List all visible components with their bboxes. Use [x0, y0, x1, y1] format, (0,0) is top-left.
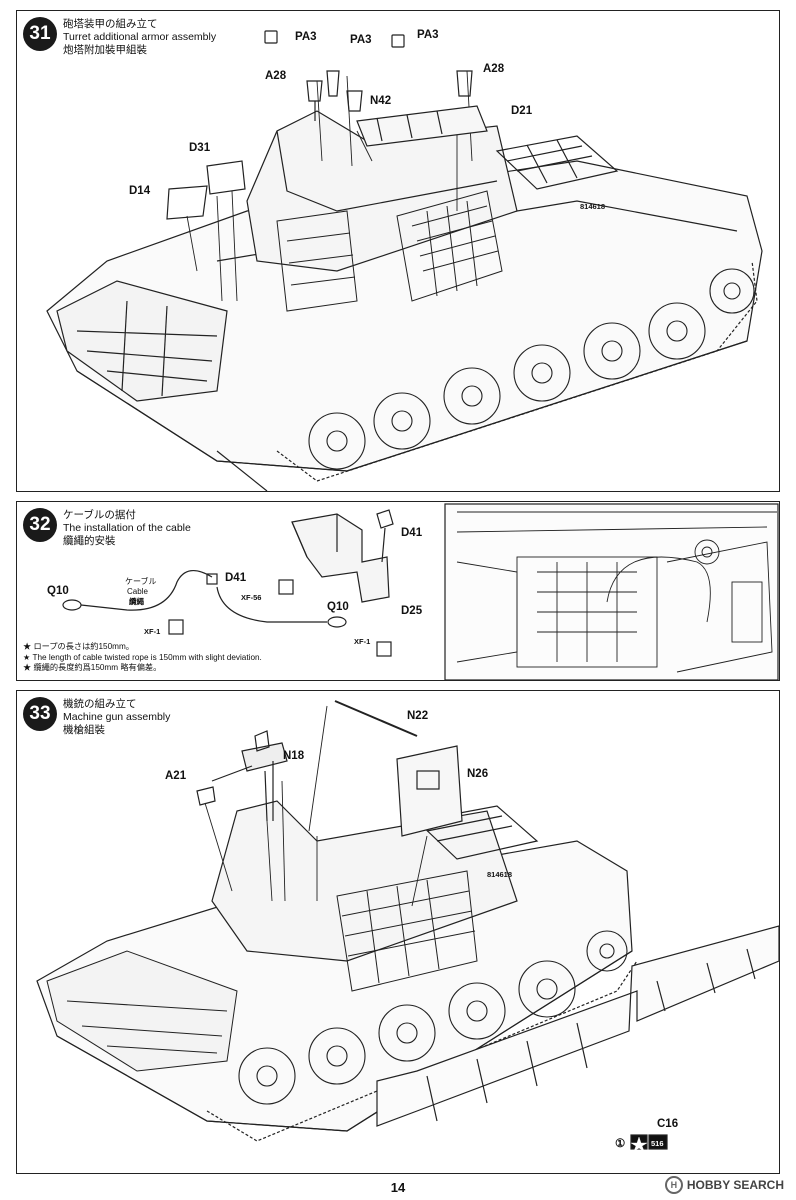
- step-33-panel: 33 機銃の組み立て Machine gun assembly 機槍組裝: [16, 690, 780, 1174]
- hull-number: 814618: [487, 870, 512, 879]
- label-a28-right: A28: [483, 63, 505, 75]
- label-a21: A21: [165, 770, 187, 782]
- label-pa3-right: PA3: [417, 29, 439, 41]
- label-q10-right: Q10: [327, 601, 349, 613]
- decal-circle-number: ①: [615, 1137, 626, 1150]
- note-zh: ★ 纜繩的長度約爲150mm 略有偏差。: [23, 663, 162, 672]
- decal-code: 516: [651, 1139, 664, 1148]
- step-title-ja: 機銃の組み立て: [63, 698, 137, 710]
- step-title-ja: 砲塔装甲の組み立て: [63, 18, 158, 30]
- label-cable-ja: ケーブル: [125, 576, 157, 586]
- label-cable-zh: 纜繩: [129, 596, 144, 606]
- hull-number: 814618: [580, 202, 605, 211]
- label-d14: D14: [129, 185, 151, 197]
- cable-installation-illustration: Q10 ケーブル Cable 纜繩 D41 XF-56 XF-1 Q10 XF-…: [47, 503, 779, 680]
- step-32-panel: 32 ケーブルの据付 The installation of the cable…: [16, 501, 780, 681]
- step-title-en: Machine gun assembly: [63, 711, 171, 723]
- label-n18: N18: [283, 750, 305, 762]
- label-d21: D21: [511, 105, 533, 117]
- label-xf1-left: XF-1: [144, 627, 160, 636]
- step-32-header: 32 ケーブルの据付 The installation of the cable…: [23, 508, 191, 548]
- step-title-zh: 炮塔附加裝甲組裝: [63, 44, 147, 56]
- note-en: ★ The length of cable twisted rope is 15…: [23, 652, 262, 662]
- hobby-search-logo-icon: H: [664, 1176, 683, 1194]
- page-number: 14: [390, 1180, 406, 1195]
- watermark-text: HOBBY SEARCH: [686, 1178, 784, 1192]
- label-d41-part: D41: [401, 527, 423, 539]
- label-d31: D31: [189, 142, 211, 154]
- label-cable-en: Cable: [127, 587, 148, 596]
- label-pa3-mid: PA3: [350, 34, 372, 46]
- tank-turret-armor-illustration: PA3 PA3 PA3 A28 A28 N42 D21 D31 D14 8146…: [46, 29, 763, 491]
- label-d25: D25: [401, 605, 423, 617]
- step-title-en: The installation of the cable: [63, 522, 191, 534]
- label-xf56: XF-56: [241, 593, 261, 602]
- step-number: 32: [23, 508, 57, 542]
- label-q10-left: Q10: [47, 585, 69, 597]
- step-number: 33: [23, 697, 57, 731]
- step-title-en: Turret additional armor assembly: [63, 31, 217, 43]
- label-xf1-right: XF-1: [354, 637, 370, 646]
- step-title-zh: 纜繩的安裝: [63, 535, 116, 547]
- cable-notes: ★ ロープの長さは約150mm。 ★ The length of cable t…: [23, 642, 262, 674]
- label-c16: C16: [657, 1118, 678, 1130]
- label-n26: N26: [467, 768, 488, 780]
- label-d41-cable: D41: [225, 572, 247, 584]
- step-33-header: 33 機銃の組み立て Machine gun assembly 機槍組裝: [23, 697, 170, 737]
- step-31-panel: 31 砲塔装甲の組み立て Turret additional armor ass…: [16, 10, 780, 492]
- note-ja: ★ ロープの長さは約150mm。: [23, 642, 134, 651]
- tank-machine-gun-illustration: N22 N18 A21 N26 C16 814618 ① 516: [36, 700, 779, 1152]
- label-pa3-left: PA3: [295, 31, 317, 43]
- label-a28-left: A28: [265, 70, 287, 82]
- step-title-ja: ケーブルの据付: [63, 509, 136, 521]
- label-n22: N22: [407, 710, 428, 722]
- step-31-header: 31 砲塔装甲の組み立て Turret additional armor ass…: [23, 17, 216, 57]
- label-n42: N42: [370, 95, 391, 107]
- watermark: H HOBBY SEARCH: [664, 1176, 784, 1194]
- step-title-zh: 機槍組裝: [63, 724, 105, 736]
- step-number: 31: [23, 17, 57, 51]
